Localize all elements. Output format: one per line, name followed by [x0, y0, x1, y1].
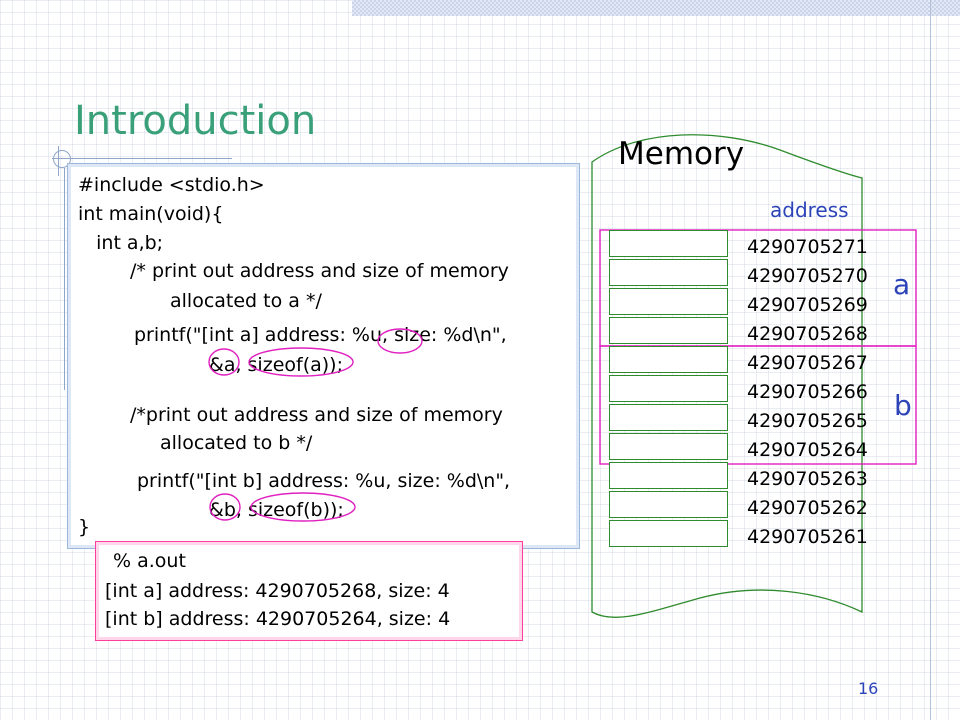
slide-number: 16	[858, 679, 879, 698]
region-b-box	[599, 345, 917, 465]
memory-cell	[609, 288, 728, 315]
right-vertical-rule	[930, 0, 931, 720]
output-line-b: [int b] address: 4290705264, size: 4	[105, 608, 451, 630]
title-underline	[52, 158, 232, 159]
memory-cell	[609, 375, 728, 402]
slide-title: Introduction	[74, 98, 317, 144]
code-line-main: int main(void){	[78, 203, 224, 225]
output-box: % a.out [int a] address: 4290705268, siz…	[95, 541, 523, 641]
highlight-ellipse-amp-a	[208, 348, 240, 376]
code-line-args-b: &b, sizeof(b));	[209, 499, 344, 521]
memory-cell	[609, 317, 728, 344]
title-circle-ornament	[53, 150, 71, 168]
code-line-include: #include <stdio.h>	[78, 174, 265, 196]
memory-cell	[609, 230, 728, 257]
highlight-ellipse-amp-b	[209, 493, 241, 521]
memory-cell	[609, 404, 728, 431]
memory-address: 4290705263	[747, 468, 868, 490]
address-column-label: address	[770, 198, 849, 222]
highlight-ellipse-percent-u	[377, 328, 423, 354]
code-line-comment-b1: /*print out address and size of memory	[130, 404, 503, 426]
highlight-ellipse-sizeof-a	[248, 347, 354, 377]
memory-cell	[609, 433, 728, 460]
memory-cell	[609, 346, 728, 373]
memory-address: 4290705271	[747, 236, 868, 258]
memory-address: 4290705269	[747, 294, 868, 316]
output-line-a: [int a] address: 4290705268, size: 4	[105, 580, 450, 602]
memory-address: 4290705265	[747, 410, 868, 432]
memory-address: 4290705266	[747, 381, 868, 403]
memory-title: Memory	[618, 136, 745, 172]
code-line-printf-a: printf("[int a] address: %u, size: %d\n"…	[134, 324, 507, 346]
top-decorative-band	[352, 0, 960, 16]
memory-cell	[609, 462, 728, 489]
memory-address: 4290705270	[747, 265, 868, 287]
code-line-printf-b: printf("[int b] address: %u, size: %d\n"…	[137, 470, 511, 492]
code-line-comment-a1: /* print out address and size of memory	[130, 260, 509, 282]
memory-address: 4290705267	[747, 352, 868, 374]
variable-b-label: b	[894, 389, 912, 422]
memory-address: 4290705264	[747, 439, 868, 461]
output-line-command: % a.out	[113, 550, 186, 572]
code-line-args-a: &a, sizeof(a));	[209, 354, 343, 376]
memory-address: 4290705268	[747, 323, 868, 345]
left-vertical-rule	[64, 168, 65, 390]
memory-address: 4290705261	[747, 526, 868, 548]
variable-a-label: a	[893, 268, 911, 301]
highlight-ellipse-sizeof-b	[250, 492, 356, 522]
memory-outline	[591, 134, 863, 618]
memory-cell	[609, 491, 728, 518]
code-line-comment-a2: allocated to a */	[170, 290, 322, 312]
code-line-decl: int a,b;	[78, 232, 164, 254]
code-box: #include <stdio.h> int main(void){ int a…	[67, 163, 580, 549]
memory-address: 4290705262	[747, 497, 868, 519]
code-line-comment-b2: allocated to b */	[160, 432, 313, 454]
code-line-close: }	[78, 516, 91, 538]
memory-cell	[609, 520, 728, 547]
memory-cell	[609, 259, 728, 286]
